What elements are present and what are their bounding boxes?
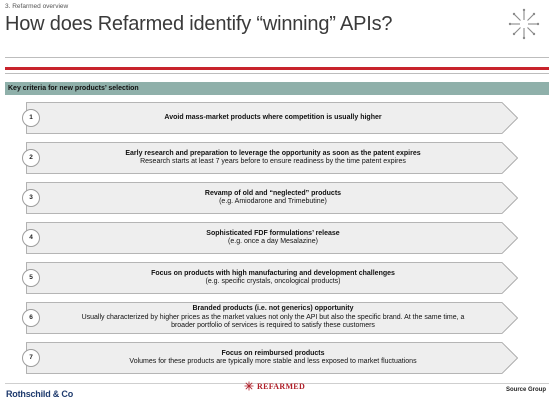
row-text: Focus on products with high manufacturin… [48, 262, 498, 294]
row-heading: Sophisticated FDF formulations’ release [206, 229, 340, 237]
row-text: Revamp of old and “neglected” products(e… [48, 182, 498, 214]
row-detail: (e.g. once a day Mesalazine) [228, 238, 318, 245]
row-heading: Early research and preparation to levera… [125, 149, 421, 157]
refarmed-star-icon [244, 381, 254, 391]
row-number-badge: 7 [22, 349, 40, 367]
row-number-badge: 1 [22, 109, 40, 127]
row-detail: (e.g. Amiodarone and Trimebutine) [219, 198, 327, 205]
row-text: Branded products (i.e. not generics) opp… [48, 302, 498, 334]
row-number-badge: 5 [22, 269, 40, 287]
row-number-badge: 6 [22, 309, 40, 327]
criteria-row: 6 Branded products (i.e. not generics) op… [0, 302, 554, 334]
criteria-row: 5 Focus on products with high manufacturi… [0, 262, 554, 294]
criteria-row: 4 Sophisticated FDF formulations’ release… [0, 222, 554, 254]
row-text: Avoid mass-market products where competi… [48, 102, 498, 134]
page-title: How does Refarmed identify “winning” API… [5, 13, 393, 35]
row-number-badge: 4 [22, 229, 40, 247]
row-heading: Focus on reimbursed products [221, 349, 325, 357]
refarmed-logo: REFARMED [244, 381, 305, 391]
footer-divider [5, 383, 549, 384]
criteria-row: 3 Revamp of old and “neglected” products(… [0, 182, 554, 214]
criteria-row: 1 Avoid mass-market products where compet… [0, 102, 554, 134]
row-arrow-shape [26, 142, 518, 174]
row-heading: Focus on products with high manufacturin… [151, 269, 395, 277]
row-text: Early research and preparation to levera… [48, 142, 498, 174]
row-detail: broader portfolio of services is require… [171, 322, 375, 330]
criteria-row: 2 Early research and preparation to lever… [0, 142, 554, 174]
row-arrow-shape [26, 222, 518, 254]
starburst-logo-icon [508, 8, 540, 40]
row-heading: Avoid mass-market products where competi… [164, 113, 382, 121]
accent-rule [5, 67, 549, 70]
row-arrow-shape [26, 342, 518, 374]
row-heading: Branded products (i.e. not generics) opp… [192, 305, 354, 313]
row-text: Sophisticated FDF formulations’ release(… [48, 222, 498, 254]
row-detail: Usually characterized by higher prices a… [81, 313, 465, 321]
section-label: 3. Refarmed overview [5, 3, 69, 10]
rothschild-logo: Rothschild & Co [6, 389, 73, 399]
row-detail: Volumes for these products are typically… [129, 358, 417, 365]
row-heading: Revamp of old and “neglected” products [204, 189, 342, 197]
row-arrow-shape [26, 182, 518, 214]
refarmed-wordmark: REFARMED [257, 381, 306, 391]
row-arrow-shape [26, 302, 518, 334]
criteria-bar: Key criteria for new products’ selection [5, 82, 549, 95]
row-detail: Research starts at least 7 years before … [140, 158, 406, 165]
row-arrow-shape [26, 102, 518, 134]
row-number-badge: 2 [22, 149, 40, 167]
source-group-label: Source Group [505, 387, 546, 393]
header-divider-lower [5, 73, 549, 74]
header-divider [5, 57, 549, 58]
row-arrow-shape [26, 262, 518, 294]
row-number-badge: 3 [22, 189, 40, 207]
row-detail: (e.g. specific crystals, oncological pro… [205, 278, 341, 285]
